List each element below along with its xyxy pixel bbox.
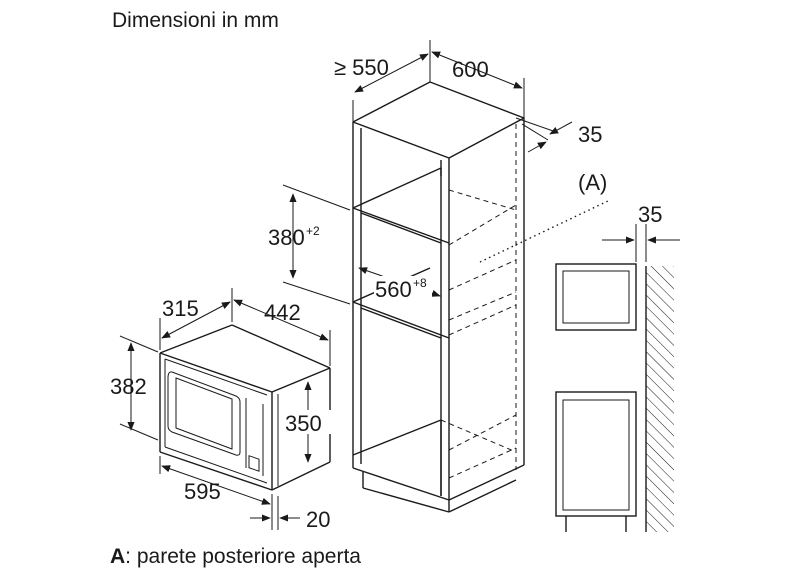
niche-width-dimension: 560 +8 xyxy=(358,267,441,302)
niche-height-dimension: 380 +2 xyxy=(268,184,351,305)
appliance-inner-width-label: 442 xyxy=(264,300,301,325)
cabinet-depth-label: ≥ 550 xyxy=(334,55,389,80)
wall-gap-label: 35 xyxy=(638,202,662,227)
niche-height-label: 380 xyxy=(268,225,305,250)
diagram-title: Dimensioni in mm xyxy=(112,9,279,32)
microwave-dimensions: 315 442 382 350 595 20 xyxy=(110,288,331,532)
appliance-depth-label: 315 xyxy=(162,296,199,321)
microwave-appliance xyxy=(159,324,331,491)
niche-width-label: 560 xyxy=(375,277,412,302)
legend-caption: A: parete posteriore aperta xyxy=(110,545,361,569)
marker-a-label: (A) xyxy=(578,170,607,195)
rear-gap-label: 35 xyxy=(578,122,602,147)
frame-thickness-label: 20 xyxy=(306,507,330,532)
appliance-height-label: 382 xyxy=(110,374,147,399)
legend-key: A xyxy=(110,545,126,568)
legend-text: : parete posteriore aperta xyxy=(125,545,361,568)
appliance-inner-height-label: 350 xyxy=(285,411,322,436)
cabinet-top-dimensions: ≥ 550 600 xyxy=(334,40,525,122)
rear-gap-dimension: 35 xyxy=(515,117,602,153)
marker-a: (A) xyxy=(479,170,611,263)
appliance-width-label: 595 xyxy=(184,479,221,504)
niche-height-tolerance: +2 xyxy=(306,224,320,238)
cabinet-width-label: 600 xyxy=(452,57,489,82)
niche-width-tolerance: +8 xyxy=(413,276,427,290)
side-view: 35 xyxy=(555,202,680,532)
